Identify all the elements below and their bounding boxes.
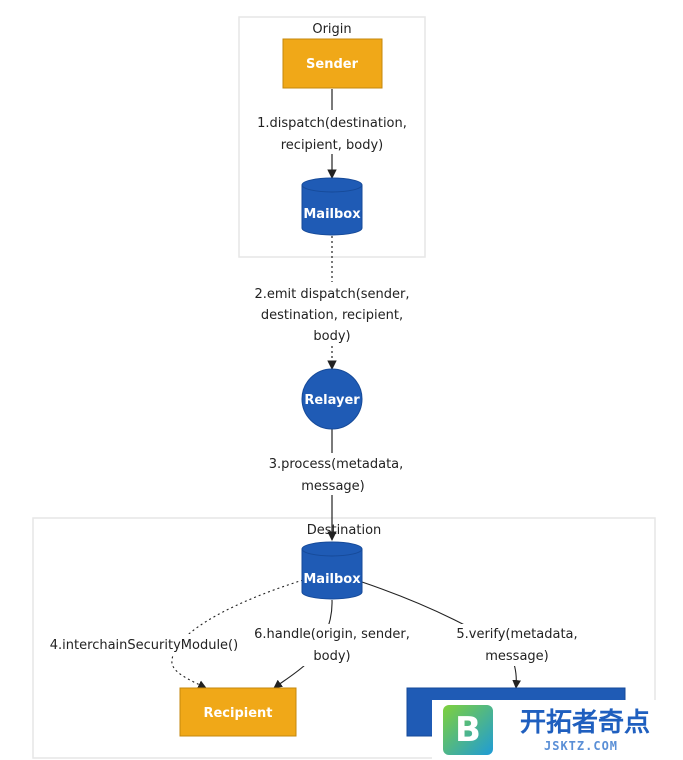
sender-node	[282, 38, 383, 89]
watermark-letter: B	[455, 710, 481, 750]
label-dispatch-line1: 1.dispatch(destination,	[257, 116, 407, 131]
watermark: B 开拓者奇点 JSKTZ.COM	[432, 700, 683, 760]
origin-mailbox-label: Mailbox	[303, 207, 361, 222]
recipient-label: Recipient	[203, 706, 272, 721]
watermark-logo: B	[443, 705, 493, 755]
watermark-en-text: JSKTZ.COM	[544, 739, 618, 753]
label-dispatch-line2: recipient, body)	[281, 138, 384, 153]
label-process-line2: message)	[301, 479, 365, 494]
origin-mailbox-node: Mailbox	[301, 177, 363, 236]
label-ism-query: 4.interchainSecurityModule()	[50, 638, 238, 653]
origin-group-label: Origin	[312, 22, 351, 37]
relayer-node	[301, 368, 363, 430]
label-emit-line3: body)	[313, 329, 350, 344]
destination-mailbox-node: Mailbox	[301, 541, 363, 600]
relayer-label: Relayer	[304, 393, 360, 408]
label-process-line1: 3.process(metadata,	[269, 457, 404, 472]
label-verify-line2: message)	[485, 649, 549, 664]
destination-mailbox-label: Mailbox	[303, 572, 361, 587]
destination-group-label: Destination	[307, 523, 382, 538]
sender-label: Sender	[306, 57, 359, 72]
recipient-node	[179, 687, 297, 737]
label-verify-line1: 5.verify(metadata,	[456, 627, 577, 642]
label-emit-line1: 2.emit dispatch(sender,	[254, 287, 409, 302]
label-emit-line2: destination, recipient,	[261, 308, 403, 323]
label-handle-line1: 6.handle(origin, sender,	[254, 627, 410, 642]
watermark-cn-text: 开拓者奇点	[520, 707, 650, 738]
label-handle-line2: body)	[313, 649, 350, 664]
